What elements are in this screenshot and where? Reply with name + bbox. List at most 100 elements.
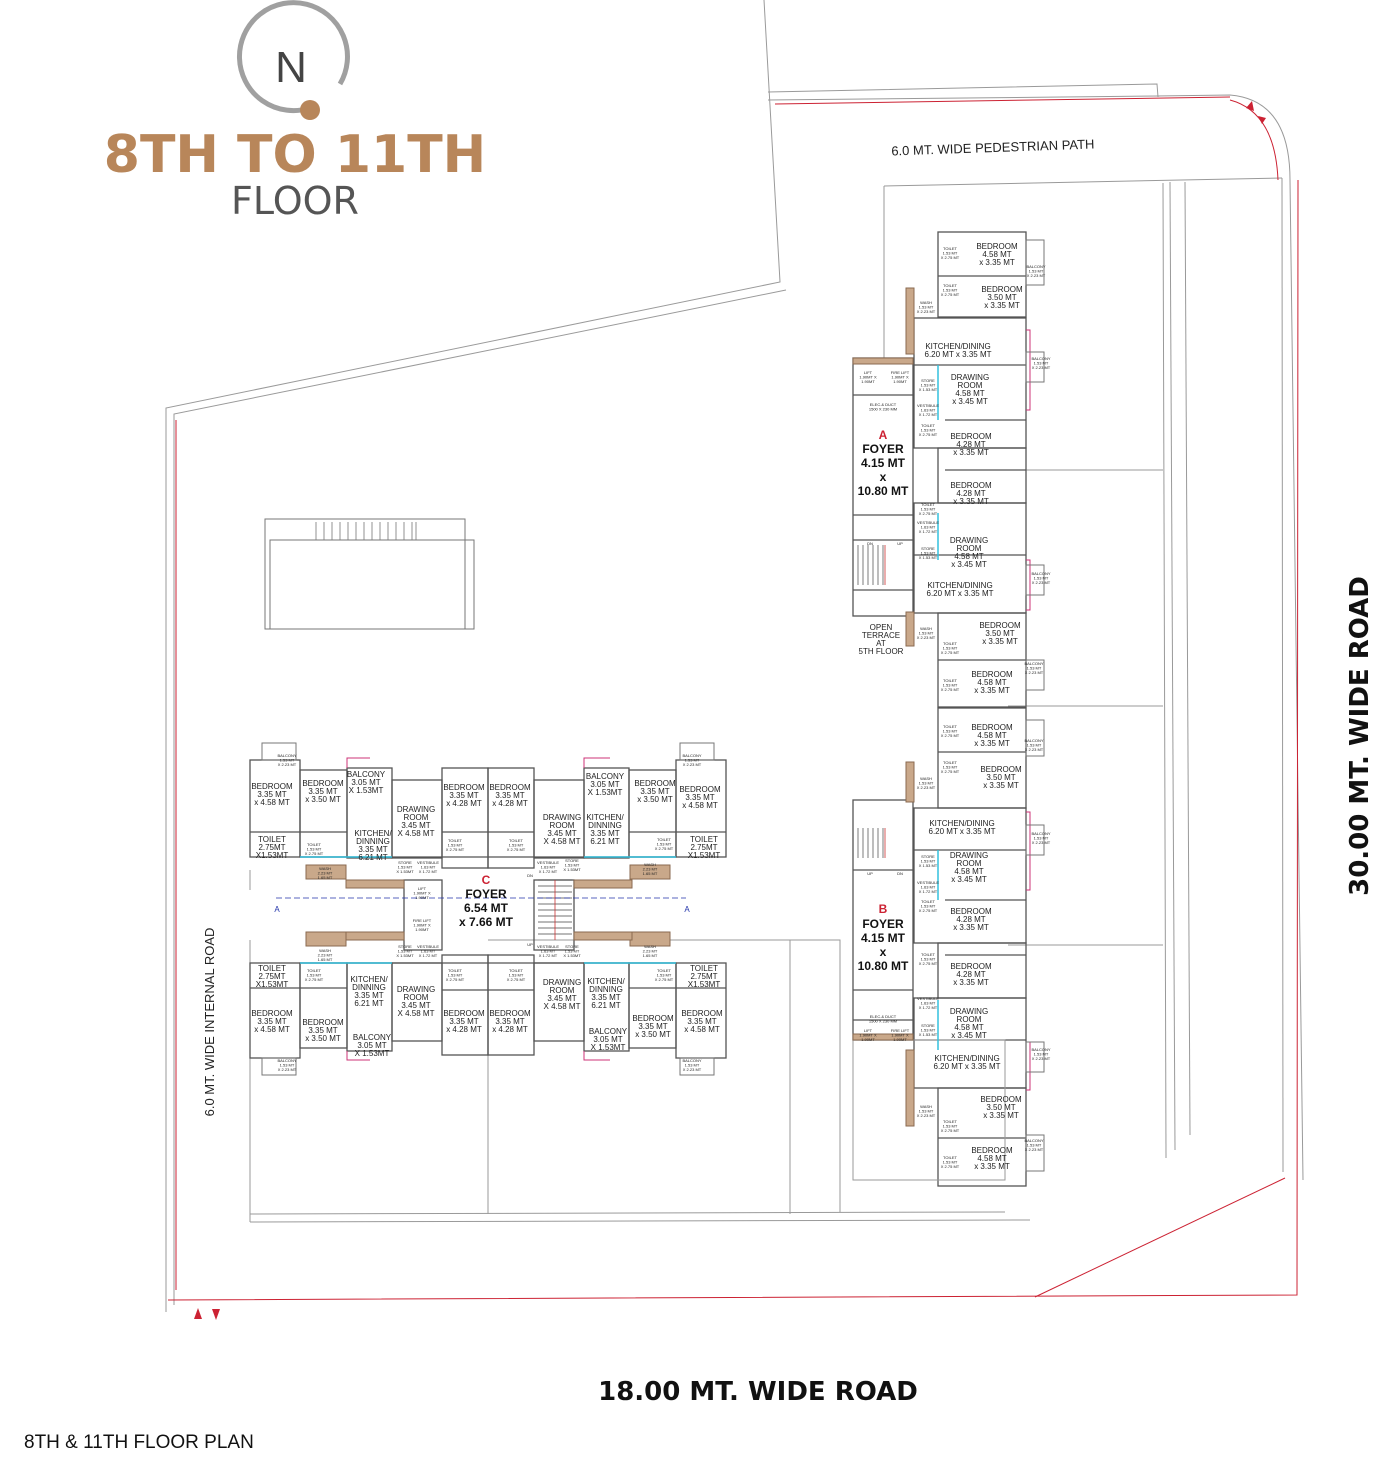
service-label: 1.63 MT bbox=[921, 885, 936, 890]
section-marker-west: A bbox=[274, 905, 280, 914]
service-label: STORE bbox=[398, 944, 412, 949]
room-label: 2.75MT bbox=[690, 843, 717, 852]
service-label: BALCONY bbox=[1024, 1138, 1043, 1143]
compass-dot-icon bbox=[300, 100, 320, 120]
room-label: BEDROOM bbox=[950, 432, 992, 441]
service-label: 1.53 MT bbox=[919, 1109, 934, 1114]
room-label: ROOM bbox=[550, 821, 575, 830]
room-label: BEDROOM bbox=[950, 962, 992, 971]
service-label: WASH bbox=[920, 776, 932, 781]
service-label: 1.90MT bbox=[893, 1037, 907, 1042]
room-label: 4.28 MT bbox=[956, 970, 985, 979]
service-label: TOILET bbox=[921, 899, 935, 904]
stair-direction-label: DN bbox=[897, 871, 903, 876]
service-label: 1.53 MT bbox=[280, 1063, 295, 1068]
heading-floor-word: FLOOR bbox=[231, 179, 359, 223]
room-label: BALCONY bbox=[586, 772, 625, 781]
room-label: BEDROOM bbox=[681, 1009, 723, 1018]
service-label: TOILET bbox=[448, 968, 462, 973]
service-label: TOILET bbox=[943, 1155, 957, 1160]
open-terrace-line-1: OPEN bbox=[870, 623, 893, 632]
service-label: WASH bbox=[920, 1104, 932, 1109]
room-label: BEDROOM bbox=[981, 285, 1023, 294]
room-label: 6.20 MT x 3.35 MT bbox=[927, 589, 994, 598]
service-label: BALCONY bbox=[277, 1058, 296, 1063]
service-label: 1.63 MT bbox=[921, 525, 936, 530]
room-label: x 3.35 MT bbox=[983, 781, 1019, 790]
wing-b-foyer-line-3: x bbox=[880, 945, 887, 959]
service-label: X 2.23 MT bbox=[1025, 747, 1044, 752]
room-label: x 3.35 MT bbox=[974, 1162, 1010, 1171]
service-label: 1.53 MT bbox=[1034, 1052, 1049, 1057]
service-label: 1.53 MT bbox=[1027, 666, 1042, 671]
room-label: x 4.58 MT bbox=[254, 1025, 290, 1034]
room-label: 4.28 MT bbox=[956, 440, 985, 449]
room-label: x 4.58 MT bbox=[682, 801, 718, 810]
service-label: 1.53 MT bbox=[509, 973, 524, 978]
service-label: 1.90MT X bbox=[413, 891, 431, 896]
stair-direction-label: DN bbox=[867, 541, 873, 546]
room-label: 4.58 MT bbox=[977, 678, 1006, 687]
service-label: BALCONY bbox=[1026, 264, 1045, 269]
room-label: x 3.35 MT bbox=[984, 301, 1020, 310]
service-label: 1.53 MT bbox=[448, 973, 463, 978]
room-label: 3.50 MT bbox=[986, 773, 1015, 782]
service-label: TOILET bbox=[509, 968, 523, 973]
service-label: X 2.23 MT bbox=[1025, 1147, 1044, 1152]
service-label: X 2.23 MT bbox=[917, 785, 936, 790]
room-label: 2.75MT bbox=[690, 972, 717, 981]
room-label: DINNING bbox=[352, 983, 386, 992]
service-label: 1.53 MT bbox=[307, 847, 322, 852]
service-label: X 2.75 MT bbox=[941, 1164, 960, 1169]
service-label: 1.53 MT bbox=[943, 646, 958, 651]
room-label: TOILET bbox=[690, 835, 718, 844]
internal-road-label: 6.0 MT. WIDE INTERNAL ROAD bbox=[202, 928, 217, 1117]
service-label: 1.53 MT bbox=[921, 383, 936, 388]
service-label: X 2.75 MT bbox=[305, 851, 324, 856]
compass-letter: N bbox=[275, 43, 307, 92]
room-label: X1.53MT bbox=[256, 851, 289, 860]
room-label: 3.35 MT bbox=[591, 993, 620, 1002]
room-label: 3.45 MT bbox=[547, 829, 576, 838]
room-label: BEDROOM bbox=[971, 723, 1013, 732]
service-label: 1.53 MT bbox=[919, 631, 934, 636]
room-label: x 3.45 MT bbox=[951, 560, 987, 569]
site-boundary bbox=[165, 0, 1304, 1312]
room-label: BEDROOM bbox=[632, 1014, 674, 1023]
service-label: VESTIBULE bbox=[917, 880, 939, 885]
service-label: BALCONY bbox=[1031, 831, 1050, 836]
room-label: 3.45 MT bbox=[401, 1001, 430, 1010]
service-label: X 2.75 MT bbox=[941, 733, 960, 738]
room-label: 2.75MT bbox=[258, 843, 285, 852]
service-label: X 2.75 MT bbox=[305, 977, 324, 982]
room-label: ROOM bbox=[550, 986, 575, 995]
room-label: x 3.45 MT bbox=[951, 875, 987, 884]
service-label: X 2.75 MT bbox=[941, 650, 960, 655]
room-label: BEDROOM bbox=[980, 765, 1022, 774]
service-label: 1.53 MT bbox=[921, 428, 936, 433]
room-label: DRAWING bbox=[950, 1007, 988, 1016]
service-label: 1.53 MT bbox=[1034, 361, 1049, 366]
room-label: KITCHEN/ bbox=[350, 975, 388, 984]
room-label: x 3.50 MT bbox=[305, 1034, 341, 1043]
wing-b-foyer-line-1: FOYER bbox=[862, 917, 904, 931]
room-label: 4.28 MT bbox=[956, 915, 985, 924]
service-label: STORE bbox=[921, 854, 935, 859]
service-label: 1.90MT X bbox=[859, 1033, 877, 1038]
room-label: X 4.58 MT bbox=[398, 829, 435, 838]
service-label: 1.65 MT bbox=[318, 875, 333, 880]
room-label: X1.53MT bbox=[256, 980, 289, 989]
service-label: 1.90MT bbox=[415, 895, 429, 900]
service-label: X 2.75 MT bbox=[507, 977, 526, 982]
room-label: 4.58 MT bbox=[955, 389, 984, 398]
service-label: X 1.72 MT bbox=[919, 412, 938, 417]
room-label: ROOM bbox=[404, 813, 429, 822]
service-label: STORE bbox=[565, 944, 579, 949]
room-label: 3.50 MT bbox=[985, 629, 1014, 638]
wing-b-foyer-line-4: 10.80 MT bbox=[858, 959, 909, 973]
service-label: 1500 X 230 MM bbox=[869, 407, 897, 412]
service-label: X 2.75 MT bbox=[919, 432, 938, 437]
service-label: STORE bbox=[921, 546, 935, 551]
service-label: 1.53 MT bbox=[565, 949, 580, 954]
